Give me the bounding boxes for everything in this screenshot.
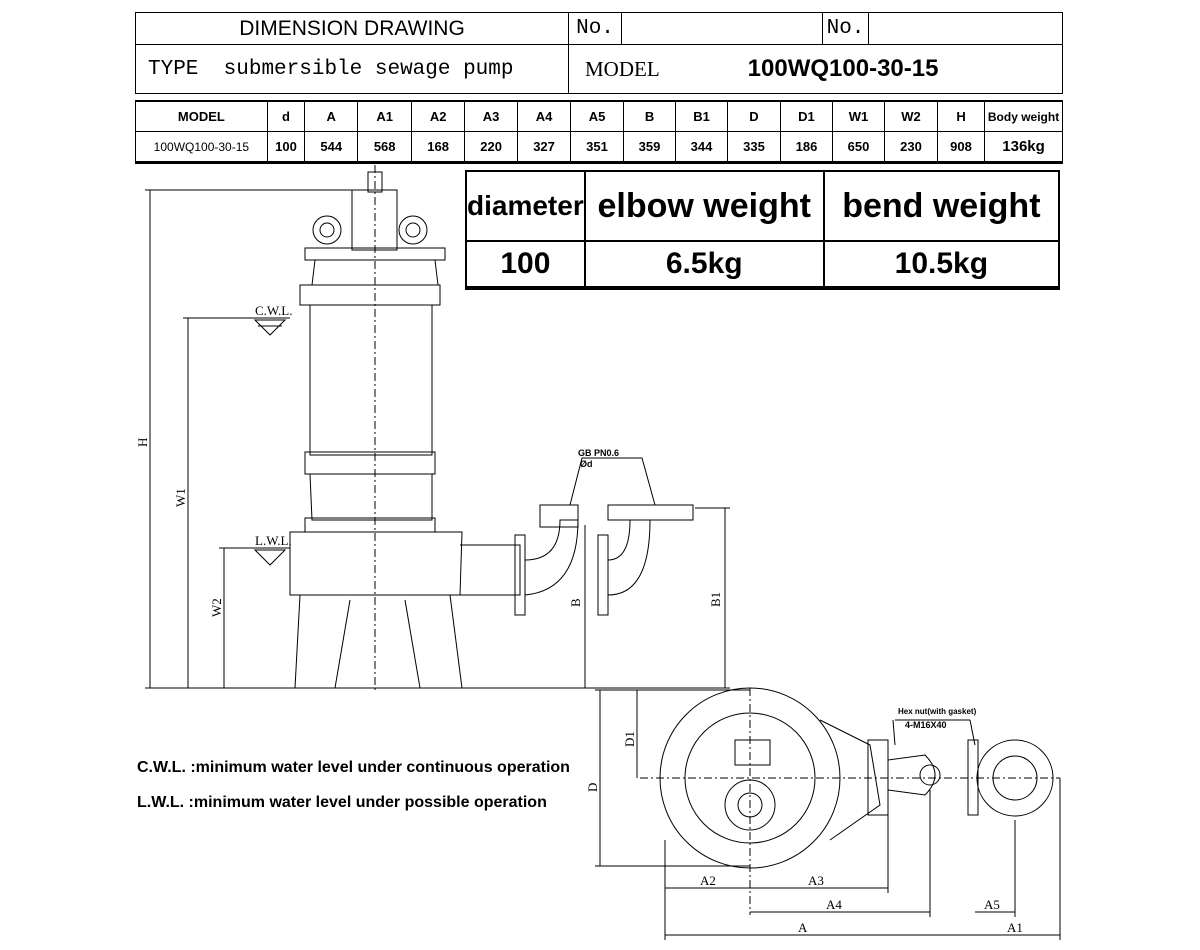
dimension-lines bbox=[145, 189, 730, 689]
flange-note: GB PN0.6 bbox=[578, 448, 619, 458]
model-value: 100WQ100-30-15 bbox=[747, 55, 939, 82]
spec-cell: 168 bbox=[411, 131, 466, 163]
spec-header: A2 bbox=[411, 100, 466, 132]
weight-table: diameter elbow weight bend weight 100 6.… bbox=[465, 170, 1061, 290]
type-cell: TYPE submersible sewage pump bbox=[135, 44, 569, 94]
dim-a5: A5 bbox=[984, 897, 1000, 912]
type-value: submersible sewage pump bbox=[223, 57, 514, 81]
hex-nut-note: Hex nut(with gasket) bbox=[898, 707, 977, 716]
no-label: No. bbox=[568, 12, 622, 45]
title-block: DIMENSION DRAWING No. No. TYPE submersib… bbox=[135, 12, 1063, 94]
model-label: MODEL bbox=[585, 57, 660, 81]
dim-a4: A4 bbox=[826, 897, 842, 912]
spec-header: D1 bbox=[779, 100, 833, 132]
spec-cell: 100 bbox=[266, 131, 306, 163]
spec-header: Body weight bbox=[984, 100, 1063, 132]
legend-cwl: C.W.L. :minimum water level under contin… bbox=[137, 759, 570, 776]
dim-b1: B1 bbox=[708, 592, 723, 607]
spec-header: A3 bbox=[464, 100, 519, 132]
weight-header: diameter bbox=[465, 170, 586, 242]
dim-h: H bbox=[135, 438, 150, 447]
model-cell: MODEL 100WQ100-30-15 bbox=[568, 44, 1063, 94]
type-label: TYPE bbox=[148, 57, 199, 81]
weight-cell: 100 bbox=[465, 240, 586, 289]
spec-header: MODEL bbox=[135, 100, 268, 132]
dim-a2: A2 bbox=[700, 873, 716, 888]
bolt-spec-note: 4-M16X40 bbox=[905, 720, 947, 730]
spec-cell: 351 bbox=[570, 131, 625, 163]
drawing-title: DIMENSION DRAWING bbox=[135, 12, 569, 45]
spec-header: A5 bbox=[570, 100, 625, 132]
cwl-marker: C.W.L. bbox=[255, 303, 292, 318]
dim-a1: A1 bbox=[1007, 920, 1023, 935]
weight-cell: 10.5kg bbox=[822, 240, 1061, 289]
spec-header: A bbox=[304, 100, 359, 132]
spec-cell: 908 bbox=[936, 131, 986, 163]
dim-a: A bbox=[798, 920, 808, 935]
flange-diameter-note: Ød bbox=[580, 459, 593, 469]
spec-cell: 186 bbox=[779, 131, 833, 163]
spec-cell: 335 bbox=[727, 131, 781, 163]
pump-plan-view bbox=[640, 687, 1060, 915]
spec-cell: 327 bbox=[517, 131, 572, 163]
spec-header: W2 bbox=[883, 100, 938, 132]
spec-header: A4 bbox=[517, 100, 572, 132]
spec-header: B bbox=[623, 100, 677, 132]
dim-b: B bbox=[568, 598, 583, 607]
plan-dimension-lines bbox=[595, 689, 1061, 940]
spec-cell: 344 bbox=[675, 131, 729, 163]
dim-w2: W2 bbox=[209, 598, 224, 617]
legend-lwl: L.W.L. :minimum water level under possib… bbox=[137, 794, 547, 811]
weight-cell: 6.5kg bbox=[583, 240, 825, 289]
spec-cell: 100WQ100-30-15 bbox=[135, 131, 268, 163]
spec-cell: 359 bbox=[623, 131, 677, 163]
pump-side-view bbox=[289, 165, 694, 690]
dim-d: D bbox=[585, 783, 600, 792]
no-label: No. bbox=[822, 12, 869, 45]
dim-d1: D1 bbox=[622, 731, 637, 747]
weight-header: bend weight bbox=[822, 170, 1061, 242]
lwl-marker: L.W.L. bbox=[255, 533, 292, 548]
dim-w1: W1 bbox=[173, 488, 188, 507]
spec-cell: 544 bbox=[304, 131, 359, 163]
legend: C.W.L. :minimum water level under contin… bbox=[137, 750, 570, 820]
spec-cell: 220 bbox=[464, 131, 519, 163]
weight-header: elbow weight bbox=[583, 170, 825, 242]
spec-header: W1 bbox=[831, 100, 885, 132]
spec-cell: 650 bbox=[831, 131, 885, 163]
dim-a3: A3 bbox=[808, 873, 824, 888]
spec-cell: 136kg bbox=[984, 131, 1063, 163]
